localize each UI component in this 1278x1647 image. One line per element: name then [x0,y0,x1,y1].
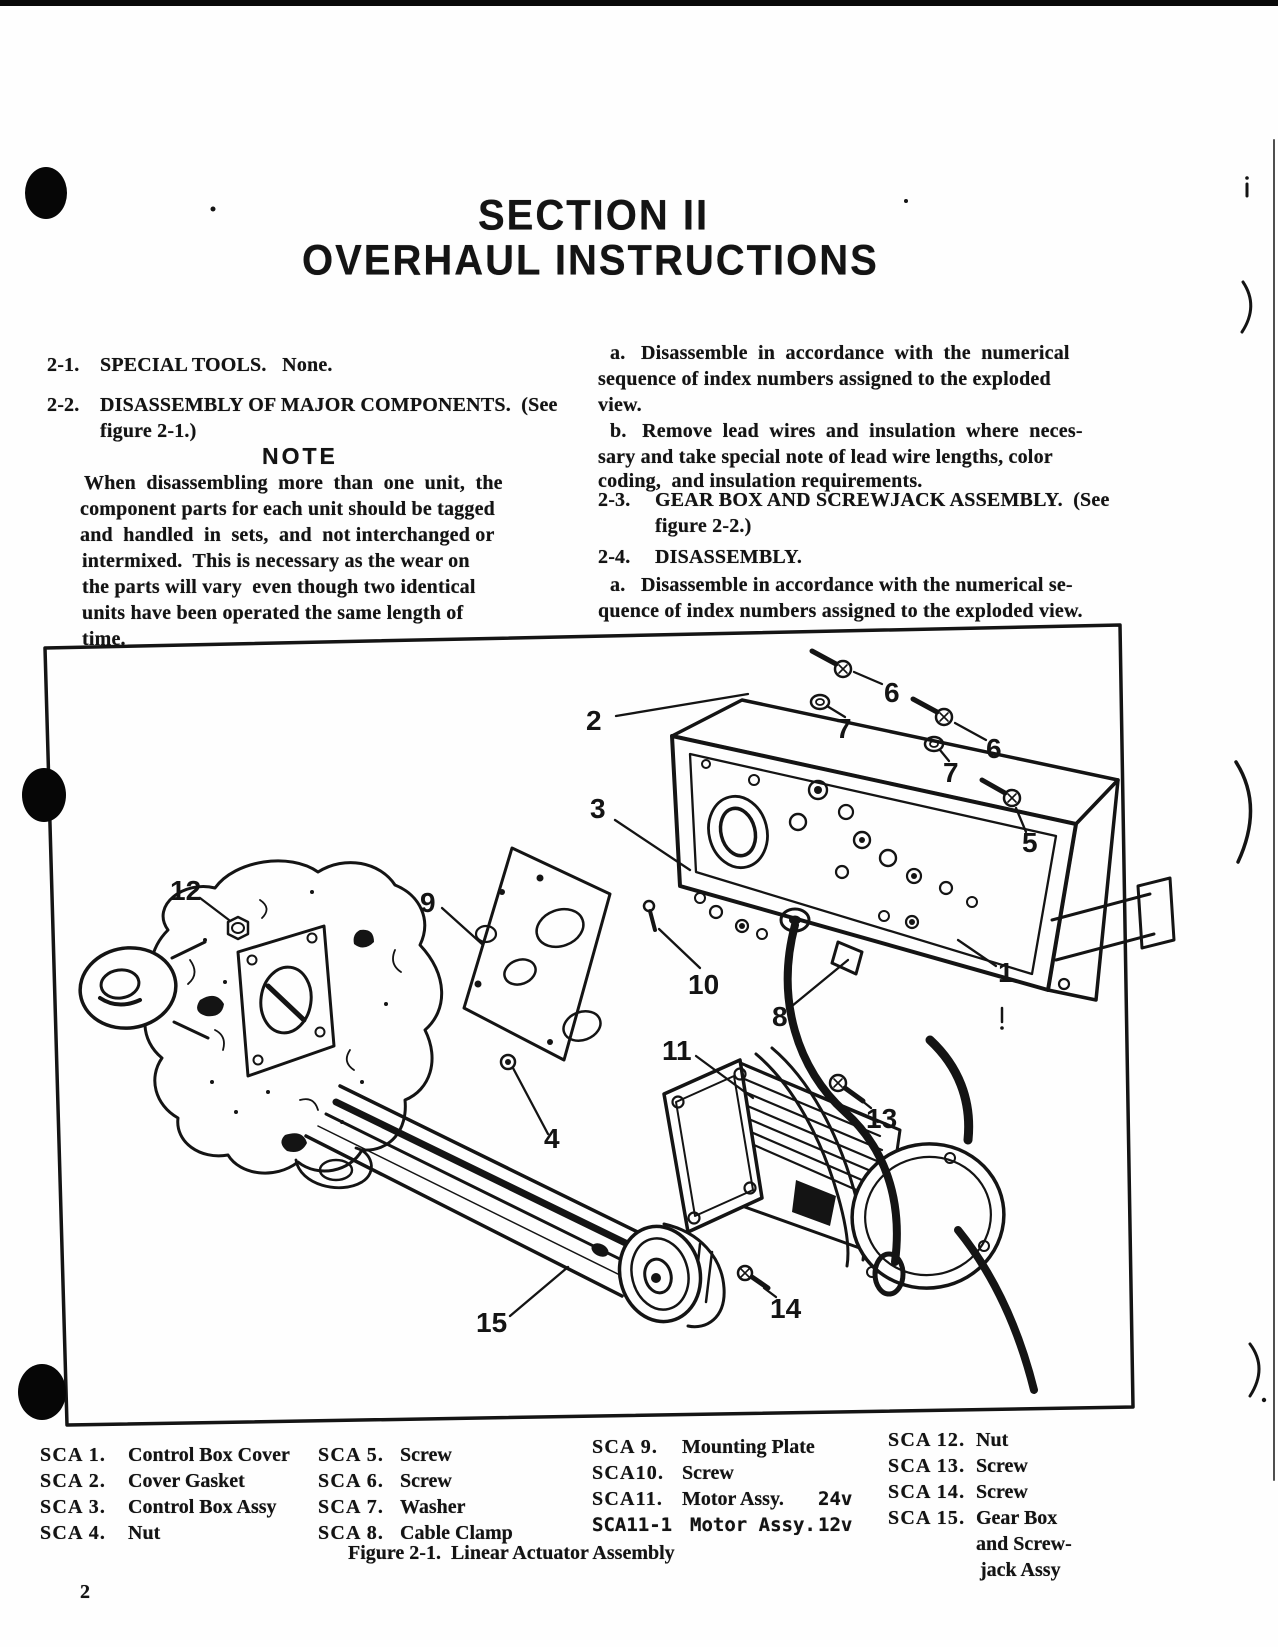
para-2-4-num: 2-4. [598,546,631,568]
margin-marks [210,139,1275,1481]
note-heading: NOTE [262,443,338,469]
para-b-line: b. Remove lead wires and insulation wher… [610,420,1083,442]
note-line: units have been operated the same length… [82,602,464,624]
part-id: SCA 1. [40,1444,107,1466]
note-line: When disassembling more than one unit, t… [84,472,503,494]
para-a-line: sequence of index numbers assigned to th… [598,368,1051,390]
section-title-line2: OVERHAUL INSTRUCTIONS [302,237,879,285]
callout-leaders [198,670,1028,1318]
section-title-line1: SECTION II [478,192,710,240]
part-id: SCA 5. [318,1444,385,1466]
part-name: Screw [400,1444,452,1466]
note-line: the parts will vary even though two iden… [82,576,476,598]
para-2-2-num: 2-2. [47,394,80,416]
part-name: Motor Assy. [682,1488,784,1510]
para-a-line: view. [598,394,642,416]
part-name: Nut [976,1429,1009,1451]
callout-7: 7 [836,713,852,744]
part-id: SCA 15. [888,1507,966,1529]
part-id: SCA 8. [318,1522,385,1544]
part-name: Cover Gasket [128,1470,245,1492]
part-name: Motor Assy. [690,1514,816,1536]
part-name: Nut [128,1522,161,1544]
para-2-3-line2: figure 2-2.) [655,515,752,537]
callout-labels: 1 2 3 4 5 6 6 7 7 8 9 10 11 12 13 14 15 [170,677,1038,1338]
para-2-4-text: DISASSEMBLY. [655,546,803,568]
para-2-3-num: 2-3. [598,489,631,511]
callout-4: 4 [544,1123,560,1154]
part-name: Cable Clamp [400,1522,513,1544]
para-2-3-line1: GEAR BOX AND SCREWJACK ASSEMBLY. (See [655,489,1110,511]
callout-1: 1 [998,957,1014,988]
note-line: intermixed. This is necessary as the wea… [82,550,470,572]
gear-box-drawing [78,859,444,1190]
part-id: SCA 13. [888,1455,966,1477]
callout-10: 10 [688,969,719,1000]
screwjack-tube-drawing [304,1084,726,1329]
para-2-1-num: 2-1. [47,354,80,376]
callout-14: 14 [770,1293,802,1324]
part-id: SCA 2. [40,1470,107,1492]
figure-caption: Figure 2-1. Linear Actuator Assembly [348,1542,675,1564]
part-name: Screw [400,1470,452,1492]
para-2-2-line2: figure 2-1.) [100,420,197,442]
part-name: Screw [682,1462,734,1484]
para-b-line: sary and take special note of lead wire … [598,446,1053,468]
callout-12: 12 [170,875,201,906]
part-id: SCA11. [592,1488,664,1510]
part-id: SCA 4. [40,1522,107,1544]
part-id: SCA 12. [888,1429,966,1451]
callout-6: 6 [884,677,900,708]
callout-6b: 6 [986,733,1002,764]
callout-5: 5 [1022,827,1038,858]
callout-9: 9 [420,887,436,918]
para-a2-line: a. Disassemble in accordance with the nu… [610,574,1073,596]
callout-8: 8 [772,1001,788,1032]
part-id: SCA10. [592,1462,665,1484]
para-a-line: a. Disassemble in accordance with the nu… [610,342,1070,364]
part-id: SCA 7. [318,1496,385,1518]
note-line: component parts for each unit should be … [80,498,495,520]
callout-7b: 7 [943,757,959,788]
mounting-plate-drawing [462,846,612,1062]
part-voltage: 12v [818,1514,853,1536]
lead-wires-drawing [783,921,1038,1394]
callout-2: 2 [586,705,602,736]
part-id: SCA 9. [592,1436,659,1458]
part-id: SCA 14. [888,1481,966,1503]
callout-13: 13 [866,1103,897,1134]
part-id: SCA11-1 [592,1514,673,1536]
part-name: Washer [400,1496,466,1518]
para-a2-line: quence of index numbers assigned to the … [598,600,1083,622]
part-id: SCA 3. [40,1496,107,1518]
figure-border [43,623,1135,1427]
part-name: and Screw- [976,1533,1072,1555]
part-name: Control Box Assy [128,1496,277,1518]
callout-11: 11 [662,1035,692,1066]
para-2-2-line1: DISASSEMBLY OF MAJOR COMPONENTS. (See [100,394,558,416]
part-name: Mounting Plate [682,1436,815,1458]
note-line: time. [82,628,126,650]
control-box-cover-drawing [670,698,1176,1002]
scan-edge-top [0,0,1278,6]
part-id: SCA 6. [318,1470,385,1492]
part-voltage: 24v [818,1488,853,1510]
part-name: jack Assy [980,1559,1061,1581]
part-name: Screw [976,1455,1028,1477]
part-name: Screw [976,1481,1028,1503]
para-2-1-text: SPECIAL TOOLS. None. [100,354,333,376]
callout-3: 3 [590,793,606,824]
fastener-drawings [226,648,1022,1291]
note-line: and handled in sets, and not interchange… [80,524,495,546]
punch-hole-top [25,167,67,219]
callout-15: 15 [476,1307,507,1338]
para-b-line: coding, and insulation requirements. [598,470,923,492]
punch-hole-middle [22,768,66,822]
page-number: 2 [80,1581,90,1603]
punch-hole-bottom [18,1364,66,1420]
part-name: Gear Box [976,1507,1058,1529]
part-name: Control Box Cover [128,1444,290,1466]
